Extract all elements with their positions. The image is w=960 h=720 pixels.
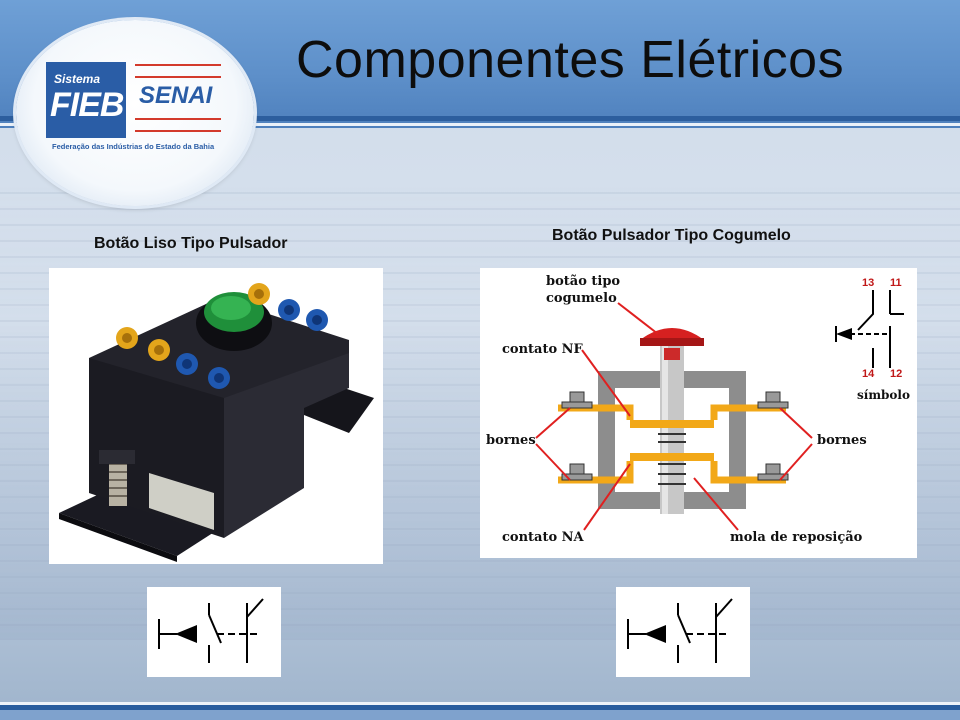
leader-lines [535,302,813,531]
label-bornes-left: bornes [486,433,536,448]
senai-line [135,76,221,78]
label-botao-tipo: botão tipo [546,274,621,289]
terminal-12: 12 [890,368,903,380]
label-mola: mola de reposição [730,530,863,545]
left-caption: Botão Liso Tipo Pulsador [94,235,288,252]
header-stripe-light [0,123,960,126]
senai-line [135,130,221,132]
contact-symbol [835,290,904,368]
terminal-13: 13 [862,277,875,289]
fieb-logo: Sistema FIEB [46,62,126,138]
pushbutton-symbol-left [158,598,264,663]
left-button-symbol [147,587,281,677]
mushroom-button-illustration [535,290,904,531]
label-simbolo: símbolo [857,388,910,402]
right-button-symbol [616,587,750,677]
logo-federacao-text: Federação das Indústrias do Estado da Ba… [52,142,215,151]
label-bornes-right: bornes [817,433,867,448]
terminal-11: 11 [890,277,902,289]
slide-title: Componentes Elétricos [296,31,845,89]
footer-stripe [0,702,960,720]
right-caption: Botão Pulsador Tipo Cogumelo [552,227,791,244]
senai-line [135,118,221,120]
logo-fieb-text: FIEB [50,86,124,124]
senai-line [135,64,221,66]
logo-senai-text: SENAI [139,82,213,109]
terminal-14: 14 [862,368,875,380]
pushbutton-symbol-right [627,598,733,663]
logo-sistema-text: Sistema [54,72,101,86]
header-stripe [0,116,960,121]
push-button-illustration [59,283,374,562]
senai-logo: SENAI [135,62,221,138]
label-cogumelo: cogumelo [546,291,617,306]
label-contato-na: contato NA [502,530,584,545]
label-contato-nf: contato NF [502,342,583,357]
push-button-photo [49,268,383,564]
mushroom-button-diagram: botão tipo cogumelo contato NF bornes bo… [480,268,917,558]
